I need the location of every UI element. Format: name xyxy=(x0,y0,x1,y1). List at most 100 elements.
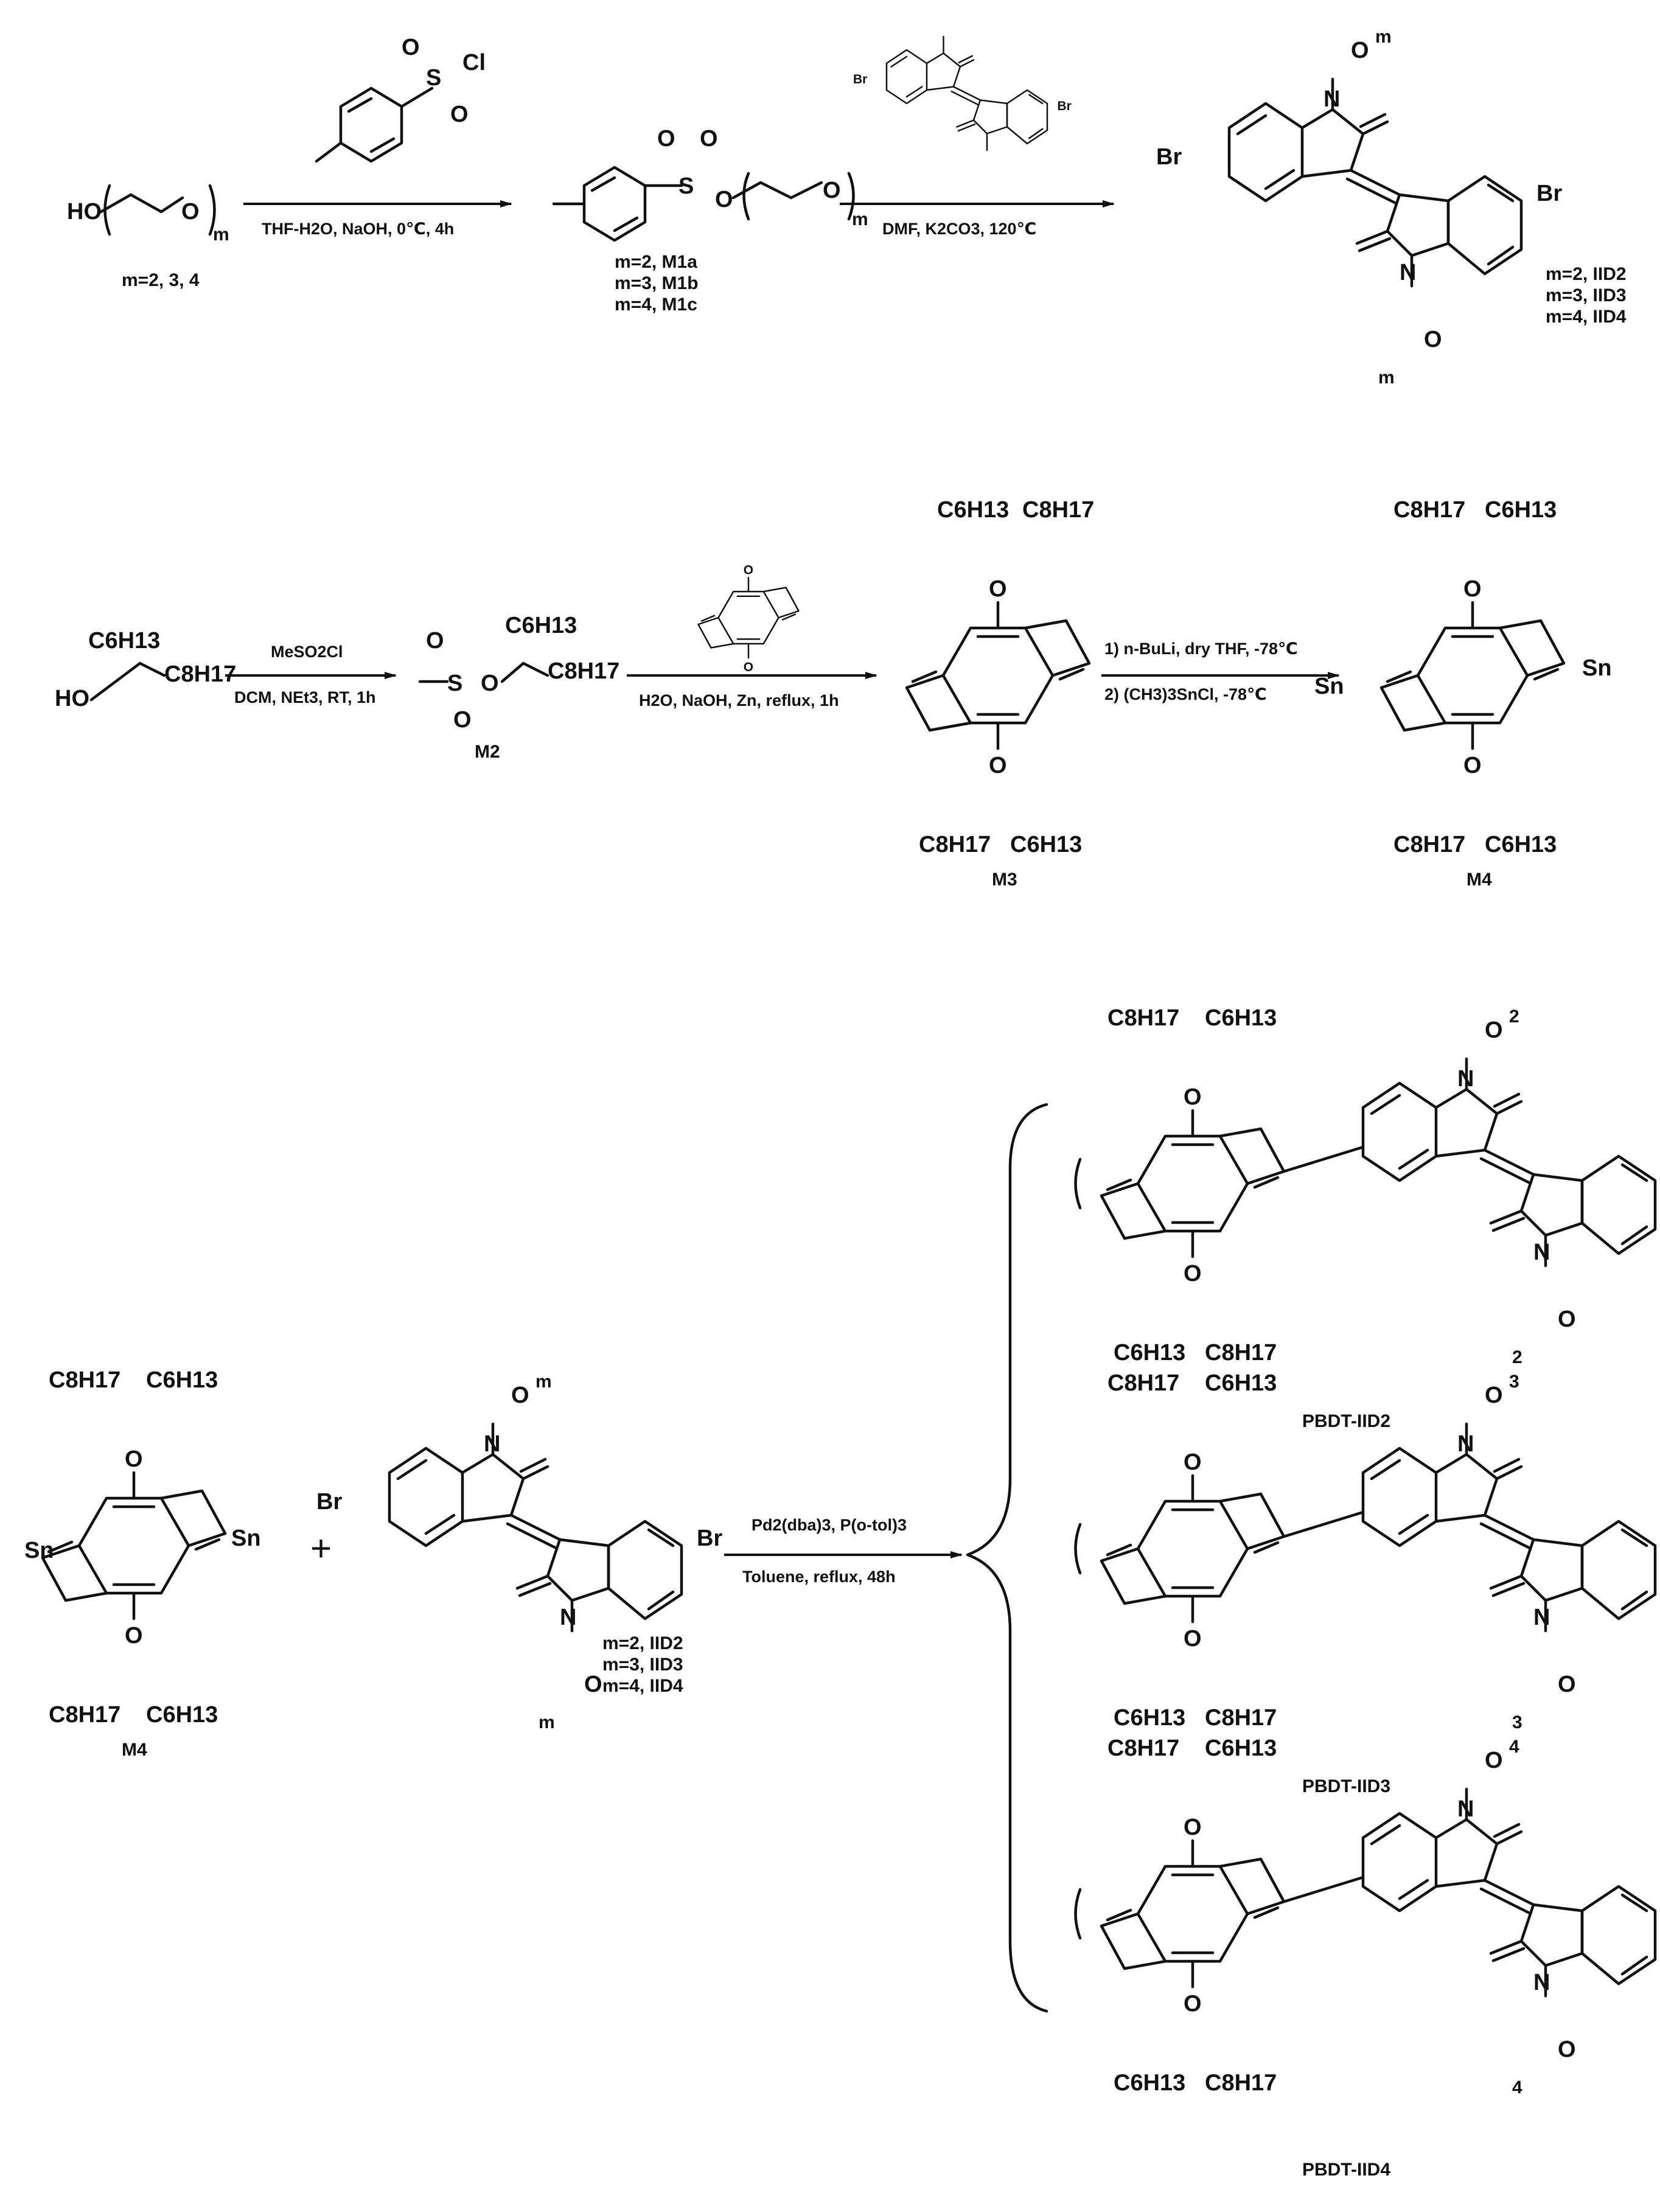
polymer-name: PBDT-IID2 xyxy=(1302,1411,1390,1431)
sn-label: Sn xyxy=(1314,674,1344,699)
n-label: N xyxy=(1457,1796,1474,1822)
c6h13-label: C6H13 xyxy=(1205,1736,1277,1761)
polymer-name: PBDT-IID3 xyxy=(1302,1776,1390,1796)
o-label: O xyxy=(1558,1307,1576,1332)
c8h17-label: C8H17 xyxy=(49,1367,120,1393)
iid-product: Br Br N N O m O m m=2, IID2 m=3, IID3 m=… xyxy=(1156,27,1627,388)
o-label: O xyxy=(1558,2037,1576,2062)
row2-step3-line2: 2) (CH3)3SnCl, -78℃ xyxy=(1104,685,1267,703)
row1-arrow1: THF-H2O, NaOH, 0℃, 4h xyxy=(243,200,512,238)
row2-arrow2: H2O, NaOH, Zn, reflux, 1h xyxy=(627,672,877,710)
c6h13-label: C6H13 xyxy=(1114,1705,1185,1731)
o-label: O xyxy=(657,126,675,152)
c8h17-label: C8H17 xyxy=(1107,1736,1179,1761)
c8h17-label: C8H17 xyxy=(1393,497,1465,523)
c8h17-label: C8H17 xyxy=(548,658,619,684)
mesylate-label: M2 xyxy=(475,742,500,762)
row3-m4: O O Sn Sn C8H17 C6H13 C8H17 C6H13 M4 xyxy=(24,1367,261,1760)
br-label: Br xyxy=(853,72,867,86)
polymer-bracket xyxy=(966,1103,1048,2013)
o-label: O xyxy=(1184,1991,1202,2017)
s-label: S xyxy=(426,65,441,91)
o-label: O xyxy=(1351,38,1369,63)
row2-step1-reagent: MeSO2Cl xyxy=(271,643,343,661)
o-label: O xyxy=(1558,1672,1576,1697)
row3-catalyst: Pd2(dba)3, P(o-tol)3 xyxy=(752,1516,907,1534)
c6h13-label: C6H13 xyxy=(88,628,160,654)
tosylate-label-3: m=4, M1c xyxy=(615,295,697,315)
peg-label: m=2, 3, 4 xyxy=(122,270,200,290)
c8h17-label: C8H17 xyxy=(1205,1340,1277,1366)
mesylate-m2: S O O O C6H13 C8H17 M2 xyxy=(418,613,619,762)
tosyl-chloride-structure: S Cl O O xyxy=(315,35,486,163)
monomer-label: M4 xyxy=(122,1740,147,1760)
iid-label-3: m=4, IID4 xyxy=(1546,307,1627,327)
o-label: O xyxy=(181,199,200,225)
stannane-label: M4 xyxy=(1466,870,1492,890)
row2-arrow1: MeSO2Cl DCM, NEt3, RT, 1h xyxy=(225,643,397,707)
m-subscript: 4 xyxy=(1509,1737,1519,1757)
c6h13-label: C6H13 xyxy=(1114,1340,1185,1366)
cl-label: Cl xyxy=(462,50,486,75)
o-label: O xyxy=(125,1623,143,1649)
c8h17-label: C8H17 xyxy=(1107,1005,1179,1031)
polymer-pbdt-iid2: O O C8H17 C6H13 C6H13 C8H17 N N O 2 O 2 … xyxy=(1074,1005,1660,1431)
o-label: O xyxy=(1184,1261,1202,1286)
n-label: N xyxy=(1457,1431,1474,1457)
dibromo-isoindigo-reagent: Br Br xyxy=(853,35,1072,152)
sn-label: Sn xyxy=(231,1526,261,1551)
c8h17-label: C8H17 xyxy=(919,832,991,857)
m-subscript: m xyxy=(1378,368,1395,388)
c6h13-label: C6H13 xyxy=(505,613,577,638)
o-label: O xyxy=(584,1672,602,1697)
row3-conditions: Toluene, reflux, 48h xyxy=(742,1568,896,1586)
o-label: O xyxy=(125,1446,143,1472)
o-label: O xyxy=(402,35,420,60)
c8h17-label: C8H17 xyxy=(1022,497,1094,523)
o-label: O xyxy=(481,671,499,696)
o-label: O xyxy=(450,102,469,127)
ho-label: HO xyxy=(55,686,89,711)
br-label: Br xyxy=(316,1489,342,1515)
m-subscript: 2 xyxy=(1512,1347,1522,1367)
bdt-m3: O O C6H13 C8H17 C8H17 C6H13 M3 xyxy=(907,497,1094,890)
tosylate-label-1: m=2, M1a xyxy=(615,252,697,272)
br-label: Br xyxy=(1536,181,1562,206)
c8h17-label: C8H17 xyxy=(1393,832,1465,857)
sn-label: Sn xyxy=(1582,655,1612,681)
c6h13-label: C6H13 xyxy=(937,497,1009,523)
c8h17-label: C8H17 xyxy=(164,661,236,687)
o-label: O xyxy=(1485,1383,1503,1408)
m-subscript: 3 xyxy=(1512,1712,1522,1732)
o-label: O xyxy=(700,126,718,152)
o-label: O xyxy=(1184,1450,1202,1475)
n-label: N xyxy=(1533,1240,1550,1265)
plus-sign: + xyxy=(310,1528,332,1569)
m-subscript: 4 xyxy=(1512,2078,1522,2098)
row3-iid-label-3: m=4, IID4 xyxy=(602,1676,683,1696)
o-label: O xyxy=(1184,1626,1202,1652)
tosylate-label-2: m=3, M1b xyxy=(615,273,699,293)
o-label: O xyxy=(1184,1084,1202,1110)
c6h13-label: C6H13 xyxy=(146,1367,218,1393)
m-subscript: m xyxy=(852,209,868,229)
c8h17-label: C8H17 xyxy=(1205,2070,1277,2096)
row2-step1-conditions: DCM, NEt3, RT, 1h xyxy=(234,688,376,707)
m-subscript: m xyxy=(1375,27,1392,47)
row2-step3-line1: 1) n-BuLi, dry THF, -78℃ xyxy=(1104,640,1298,658)
n-label: N xyxy=(1533,1970,1550,1995)
polymer-name: PBDT-IID4 xyxy=(1302,2160,1390,2180)
iid-label-1: m=2, IID2 xyxy=(1546,264,1627,284)
row1-peg-alcohol: HO O m m=2, 3, 4 xyxy=(67,184,229,290)
o-label: O xyxy=(744,563,753,577)
c8h17-label: C8H17 xyxy=(49,1702,120,1728)
n-label: N xyxy=(1400,260,1416,285)
c8h17-label: C8H17 xyxy=(1107,1370,1179,1396)
row1-step1-conditions: THF-H2O, NaOH, 0℃, 4h xyxy=(262,220,454,238)
row3-iid-label-2: m=3, IID3 xyxy=(602,1655,683,1675)
ho-label: HO xyxy=(67,199,102,225)
m-subscript: m xyxy=(539,1712,555,1732)
br-label: Br xyxy=(1156,144,1182,170)
c6h13-label: C6H13 xyxy=(1010,832,1082,857)
